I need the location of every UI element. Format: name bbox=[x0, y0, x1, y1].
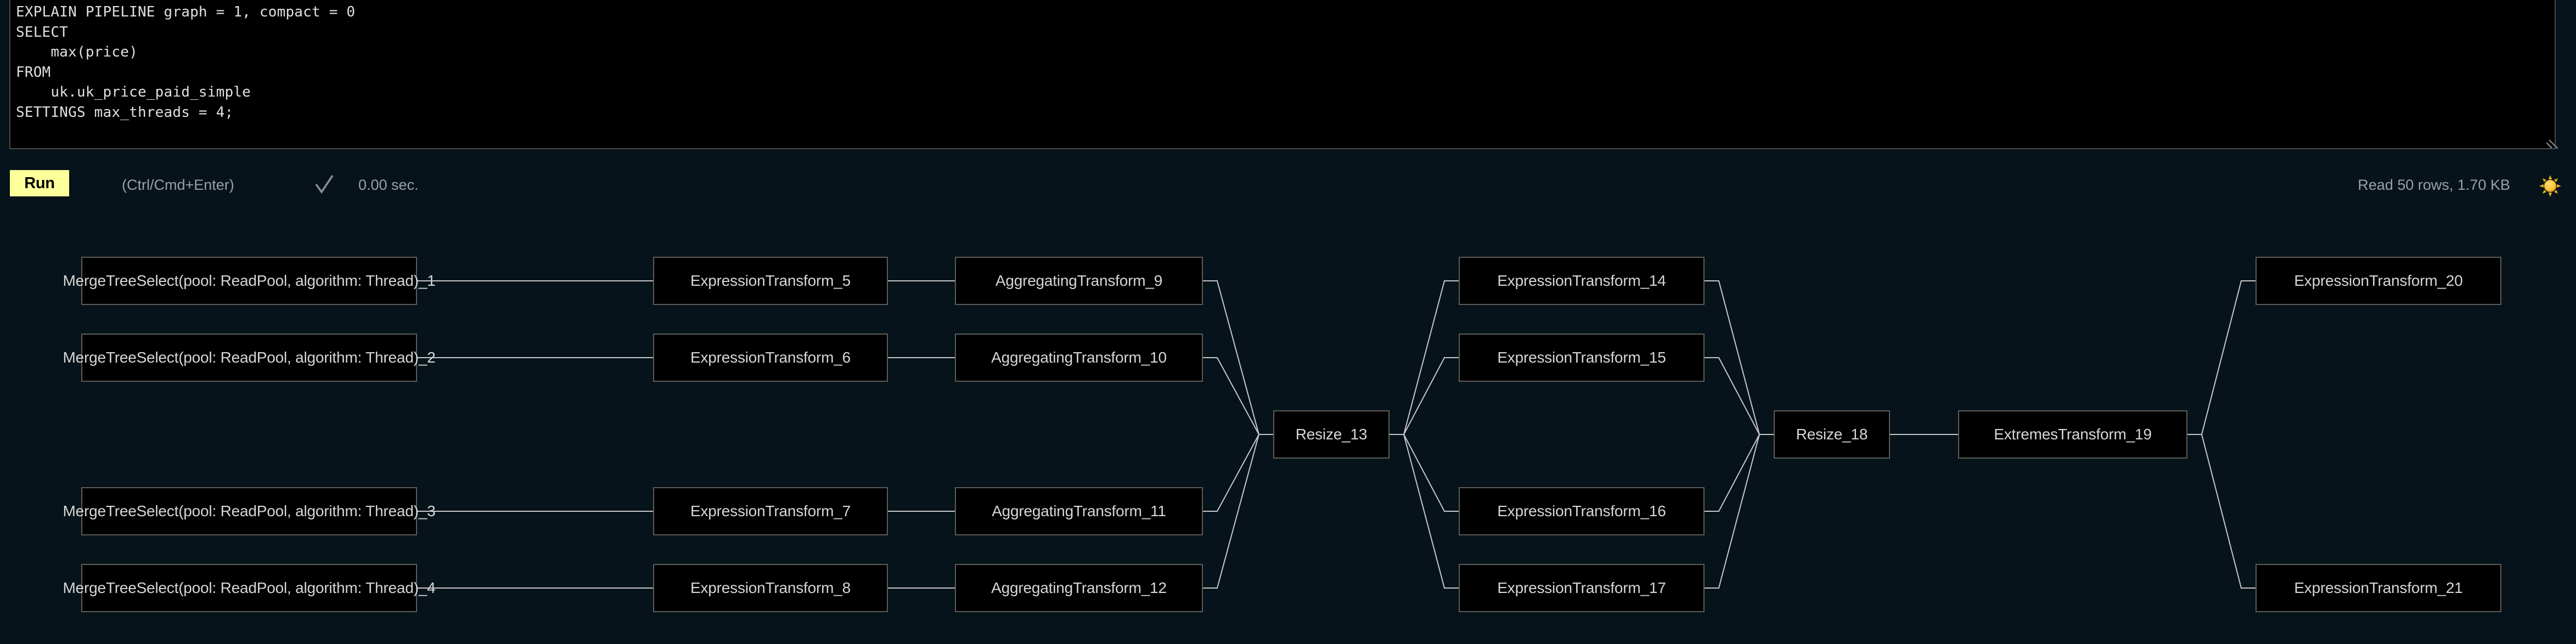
graph-node[interactable]: ExpressionTransform_15 bbox=[1459, 334, 1705, 382]
graph-node[interactable]: ExpressionTransform_7 bbox=[653, 487, 888, 535]
graph-node[interactable]: AggregatingTransform_10 bbox=[955, 334, 1203, 382]
pipeline-graph: MergeTreeSelect(pool: ReadPool, algorith… bbox=[0, 204, 2576, 644]
sql-query-input[interactable] bbox=[9, 0, 2556, 149]
graph-edge bbox=[2187, 434, 2256, 589]
query-toolbar: Run (Ctrl/Cmd+Enter) 0.00 sec. Read 50 r… bbox=[0, 160, 2576, 204]
graph-node[interactable]: ExpressionTransform_6 bbox=[653, 334, 888, 382]
graph-edge bbox=[2187, 280, 2256, 435]
graph-node[interactable]: ExpressionTransform_21 bbox=[2256, 564, 2501, 612]
graph-node[interactable]: AggregatingTransform_9 bbox=[955, 257, 1203, 305]
graph-node[interactable]: MergeTreeSelect(pool: ReadPool, algorith… bbox=[63, 487, 436, 535]
graph-node[interactable]: ExpressionTransform_14 bbox=[1459, 257, 1705, 305]
run-shortcut-hint: (Ctrl/Cmd+Enter) bbox=[122, 177, 234, 193]
graph-node[interactable]: Resize_18 bbox=[1774, 410, 1890, 459]
graph-node[interactable]: Resize_13 bbox=[1273, 410, 1390, 459]
graph-edge bbox=[1203, 357, 1273, 435]
graph-node[interactable]: MergeTreeSelect(pool: ReadPool, algorith… bbox=[63, 334, 436, 382]
run-button[interactable]: Run bbox=[10, 170, 69, 196]
graph-edge bbox=[1705, 434, 1774, 512]
graph-edge bbox=[1390, 434, 1459, 512]
graph-edge bbox=[1203, 434, 1273, 589]
graph-node[interactable]: ExpressionTransform_8 bbox=[653, 564, 888, 612]
graph-node[interactable]: ExpressionTransform_16 bbox=[1459, 487, 1705, 535]
graph-edge-layer bbox=[417, 280, 2256, 589]
graph-edge bbox=[1203, 434, 1273, 512]
query-editor-panel bbox=[0, 0, 2576, 160]
graph-edge bbox=[1705, 434, 1774, 589]
graph-node[interactable]: AggregatingTransform_12 bbox=[955, 564, 1203, 612]
graph-node[interactable]: ExpressionTransform_17 bbox=[1459, 564, 1705, 612]
graph-node[interactable]: ExtremesTransform_19 bbox=[1958, 410, 2187, 459]
graph-node[interactable]: AggregatingTransform_11 bbox=[955, 487, 1203, 535]
graph-node[interactable]: MergeTreeSelect(pool: ReadPool, algorith… bbox=[63, 257, 436, 305]
sun-icon[interactable] bbox=[2539, 174, 2562, 197]
graph-edge bbox=[1390, 434, 1459, 589]
graph-edge bbox=[1705, 357, 1774, 435]
graph-node[interactable]: ExpressionTransform_5 bbox=[653, 257, 888, 305]
graph-node[interactable]: MergeTreeSelect(pool: ReadPool, algorith… bbox=[63, 564, 436, 612]
elapsed-time-label: 0.00 sec. bbox=[358, 177, 419, 193]
checkmark-icon bbox=[315, 174, 334, 195]
graph-node[interactable]: ExpressionTransform_20 bbox=[2256, 257, 2501, 305]
graph-edge bbox=[1390, 357, 1459, 435]
read-stats-label: Read 50 rows, 1.70 KB bbox=[2358, 177, 2510, 193]
